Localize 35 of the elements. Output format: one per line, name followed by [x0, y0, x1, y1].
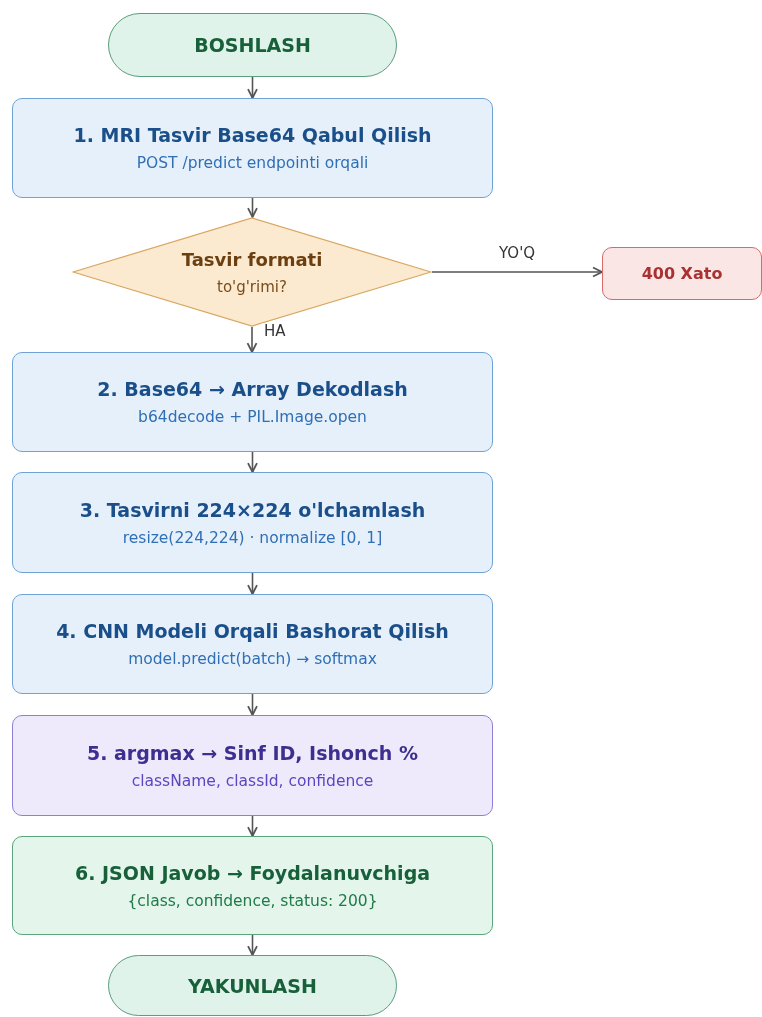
arrow: [247, 693, 258, 716]
arrow: [247, 934, 258, 956]
arrow: [431, 266, 603, 278]
edge-label: YO'Q: [497, 245, 538, 261]
process-box: [12, 352, 493, 452]
arrow: [247, 451, 258, 473]
edge-label: HA: [262, 323, 288, 339]
step-title: 4. CNN Modeli Orqali Bashorat Qilish: [56, 620, 449, 642]
process-box: [12, 836, 493, 935]
step-title: 5. argmax → Sinf ID, Ishonch %: [86, 741, 419, 764]
arrow: [247, 572, 258, 595]
error-box: [602, 247, 762, 300]
step-title: Tasvir formati: [181, 248, 323, 270]
step-title: BOSHLASH: [194, 34, 311, 56]
process-box: [12, 472, 493, 573]
process-box: [12, 98, 493, 198]
step-title: 6. JSON Javob → Foydalanuvchiga: [74, 861, 431, 884]
step-title: YAKUNLASH: [188, 974, 317, 997]
step-detail: POST /predict endpointi orqali: [136, 154, 369, 172]
process-box: [12, 715, 493, 816]
step-detail: className, classId, confidence: [131, 771, 374, 790]
step-title: 1. MRI Tasvir Base64 Qabul Qilish: [73, 124, 432, 146]
arrow: [247, 197, 258, 218]
step-detail: model.predict(batch) → softmax: [128, 650, 377, 668]
arrow: [246, 326, 258, 353]
process-box: [12, 594, 493, 694]
step-title: 3. Tasvirni 224×224 o'lchamlash: [79, 498, 426, 521]
step-title: 2. Base64 → Array Dekodlash: [97, 378, 408, 400]
step-detail: {class, confidence, status: 200}: [127, 891, 378, 910]
arrow: [247, 76, 258, 99]
step-detail: b64decode + PIL.Image.open: [138, 408, 367, 426]
step-detail: to'g'rimi?: [217, 277, 287, 296]
step-detail: resize(224,224) · normalize [0, 1]: [122, 528, 383, 547]
step-title: 400 Xato: [641, 264, 723, 283]
arrow: [247, 815, 258, 837]
